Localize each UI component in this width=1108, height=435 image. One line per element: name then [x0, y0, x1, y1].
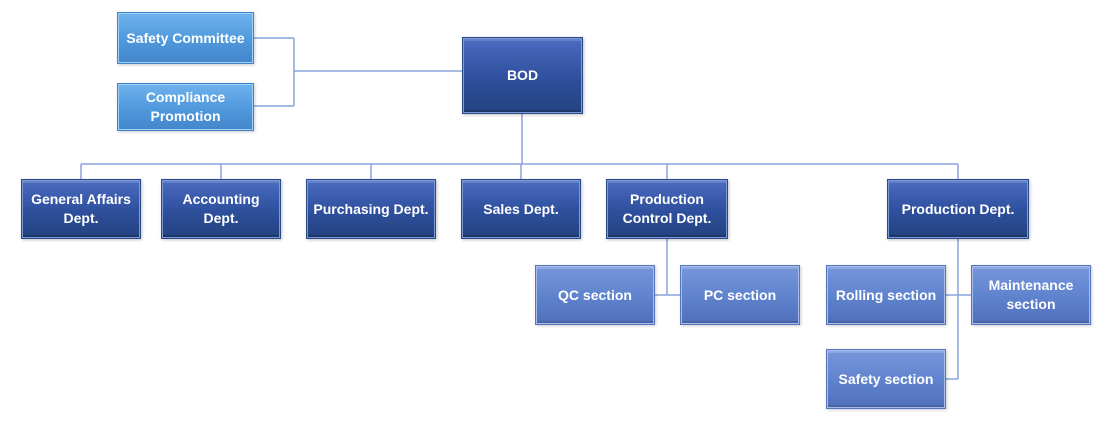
- compliance-promotion-box: Compliance Promotion: [117, 83, 254, 131]
- safety-section-box: Safety section: [826, 349, 946, 409]
- rolling-section-label: Rolling section: [835, 286, 937, 303]
- accounting-dept-box: Accounting Dept.: [161, 179, 281, 239]
- general-affairs-dept-label: General Affairs Dept.: [31, 191, 131, 226]
- purchasing-dept-box: Purchasing Dept.: [306, 179, 436, 239]
- production-dept-label: Production Dept.: [901, 200, 1015, 217]
- sales-dept-label: Sales Dept.: [483, 200, 559, 217]
- purchasing-dept-label: Purchasing Dept.: [313, 200, 429, 217]
- safety-committee-label: Safety Committee: [126, 29, 245, 46]
- sales-dept-box: Sales Dept.: [461, 179, 581, 239]
- maintenance-section-label: Maintenance section: [988, 277, 1074, 312]
- safety-section-label: Safety section: [838, 370, 934, 387]
- production-control-dept-label: Production Control Dept.: [622, 191, 712, 226]
- bod-box: BOD: [462, 37, 583, 114]
- qc-section-box: QC section: [535, 265, 655, 325]
- production-dept-box: Production Dept.: [887, 179, 1029, 239]
- compliance-promotion-label: Compliance Promotion: [145, 89, 226, 124]
- safety-committee-box: Safety Committee: [117, 12, 254, 64]
- maintenance-section-box: Maintenance section: [971, 265, 1091, 325]
- pc-section-box: PC section: [680, 265, 800, 325]
- rolling-section-box: Rolling section: [826, 265, 946, 325]
- pc-section-label: PC section: [703, 286, 777, 303]
- accounting-dept-label: Accounting Dept.: [182, 191, 260, 226]
- production-control-dept-box: Production Control Dept.: [606, 179, 728, 239]
- general-affairs-dept-box: General Affairs Dept.: [21, 179, 141, 239]
- bod-label: BOD: [506, 67, 539, 84]
- qc-section-label: QC section: [558, 286, 632, 303]
